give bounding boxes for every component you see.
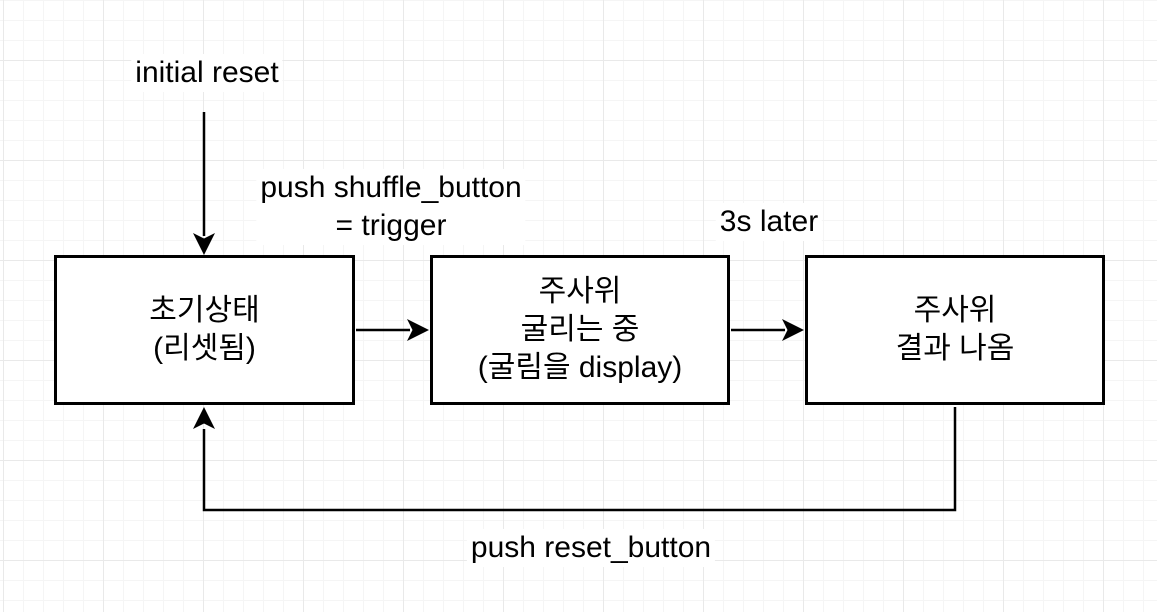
arrowhead-right-icon [407,319,429,341]
state-node-rolling-label: 주사위 굴리는 중 (굴림을 display) [477,275,683,384]
state-node-rolling[interactable]: 주사위 굴리는 중 (굴림을 display) [430,255,730,405]
state-node-result[interactable]: 주사위 결과 나옴 [805,255,1105,405]
edge-label-three-s-later[interactable]: 3s later [715,203,823,241]
edge-label-initial-reset[interactable]: initial reset [131,54,283,92]
state-node-result-label: 주사위 결과 나옴 [895,294,1015,365]
arrowhead-right-icon [782,319,804,341]
arrowhead-up-icon [193,407,215,429]
edge-label-shuffle-trigger[interactable]: push shuffle_button = trigger [256,169,526,245]
edge-label-reset-button[interactable]: push reset_button [466,529,716,567]
arrowhead-down-icon [193,233,215,255]
state-node-initial-label: 초기상태 (리셋됨) [149,294,260,365]
edge-initial-reset[interactable] [193,112,215,255]
edge-shuffle-trigger[interactable] [356,319,429,341]
edge-reset-button[interactable] [193,407,957,512]
state-node-initial[interactable]: 초기상태 (리셋됨) [54,255,355,405]
edge-three-s-later[interactable] [731,319,804,341]
